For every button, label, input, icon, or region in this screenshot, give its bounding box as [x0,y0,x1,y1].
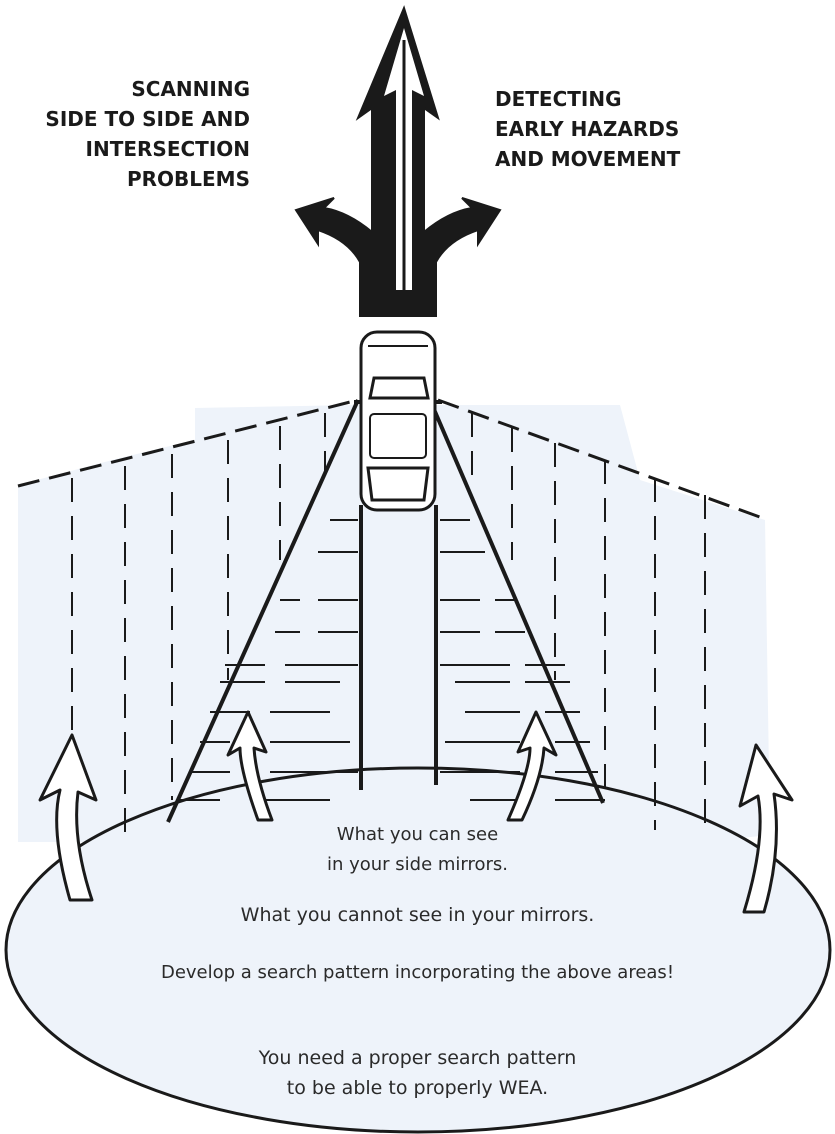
detecting-heading-line: DETECTING [495,84,680,114]
detecting-heading-line: AND MOVEMENT [495,144,680,174]
scanning-heading: SCANNING SIDE TO SIDE AND INTERSECTION P… [45,74,250,194]
wea-caption-line: to be able to properly WEA. [0,1073,835,1103]
blind-spot-caption-text: What you cannot see in your mirrors. [0,900,835,930]
wea-caption-line: You need a proper search pattern [0,1043,835,1073]
scanning-heading-line: SIDE TO SIDE AND [45,104,250,134]
detecting-heading-line: EARLY HAZARDS [495,114,680,144]
scanning-heading-line: INTERSECTION [45,134,250,164]
wea-caption: You need a proper search pattern to be a… [0,1043,835,1103]
mirror-caption-line: What you can see [0,820,835,850]
detecting-heading: DETECTING EARLY HAZARDS AND MOVEMENT [495,84,680,174]
mirror-caption-line: in your side mirrors. [0,850,835,880]
three-way-arrow-icon [296,8,500,316]
mirror-caption: What you can see in your side mirrors. [0,820,835,880]
blind-spot-caption: What you cannot see in your mirrors. [0,900,835,930]
scanning-heading-line: PROBLEMS [45,164,250,194]
search-caption-text: Develop a search pattern incorporating t… [0,958,835,988]
search-caption: Develop a search pattern incorporating t… [0,958,835,988]
scanning-heading-line: SCANNING [45,74,250,104]
car-icon [354,332,442,510]
